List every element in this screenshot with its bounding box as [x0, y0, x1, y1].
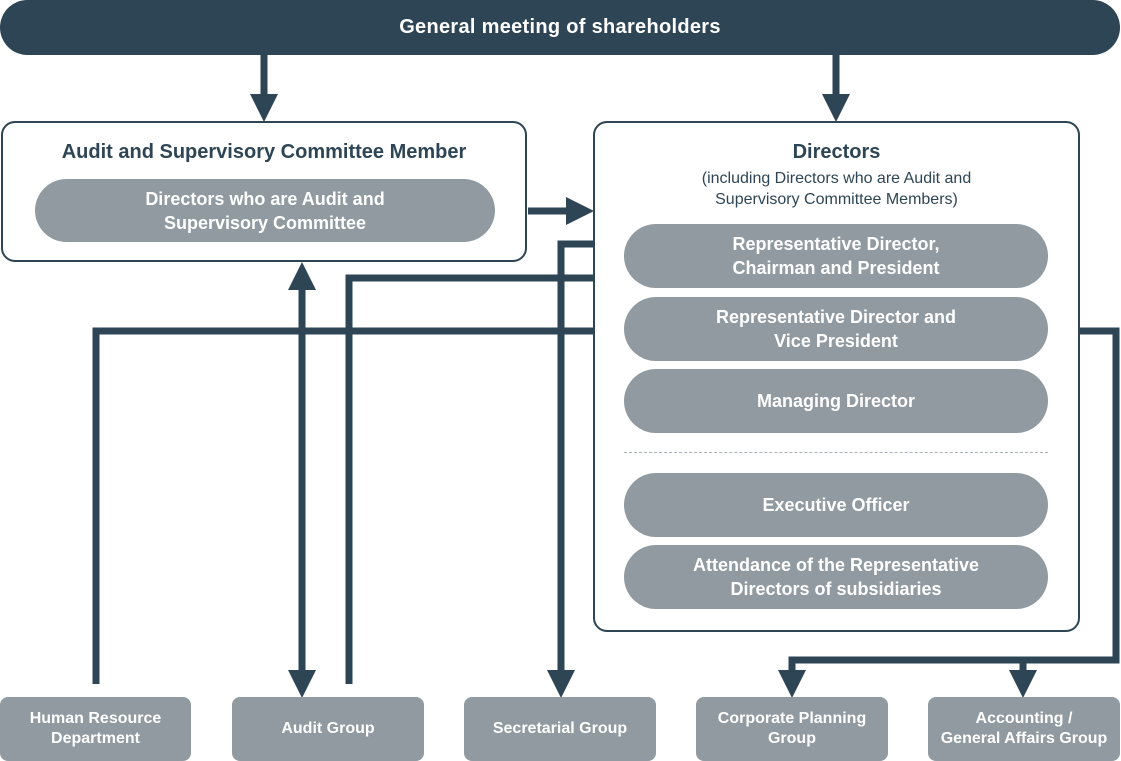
arrow-hr-to-vicepresident	[92, 317, 621, 684]
audit-committee-panel: Audit and Supervisory Committee Member D…	[1, 121, 527, 262]
divider	[624, 452, 1048, 453]
audit-committee-directors[interactable]: Directors who are Audit and Supervisory …	[35, 179, 495, 242]
directors-subtitle-1: (including Directors who are Audit and	[701, 170, 972, 187]
audit-panel-title: Audit and Supervisory Committee Member	[61, 141, 467, 163]
arrow-vicepresident-to-groups	[778, 327, 1120, 698]
dept-corporate-planning[interactable]: Corporate Planning Group	[696, 697, 888, 761]
role-managing-director[interactable]: Managing Director	[624, 369, 1048, 433]
role-subsidiary-rep-directors[interactable]: Attendance of the Representative Directo…	[624, 545, 1048, 609]
role-executive-officer[interactable]: Executive Officer	[624, 473, 1048, 537]
directors-subtitle-2: Supervisory Committee Members)	[715, 191, 958, 208]
dept-accounting-general-affairs[interactable]: Accounting / General Affairs Group	[928, 697, 1120, 761]
shareholders-meeting[interactable]: General meeting of shareholders	[0, 0, 1120, 55]
dept-human-resource[interactable]: Human Resource Department	[0, 697, 191, 761]
directors-panel-title: Directors	[792, 141, 881, 163]
arrow-auditgroup-to-chairman	[345, 264, 621, 684]
role-rep-director-chairman[interactable]: Representative Director, Chairman and Pr…	[624, 224, 1048, 288]
role-rep-director-vice-president[interactable]: Representative Director and Vice Preside…	[624, 297, 1048, 361]
dept-secretarial-group[interactable]: Secretarial Group	[464, 697, 656, 761]
dept-audit-group[interactable]: Audit Group	[232, 697, 424, 761]
